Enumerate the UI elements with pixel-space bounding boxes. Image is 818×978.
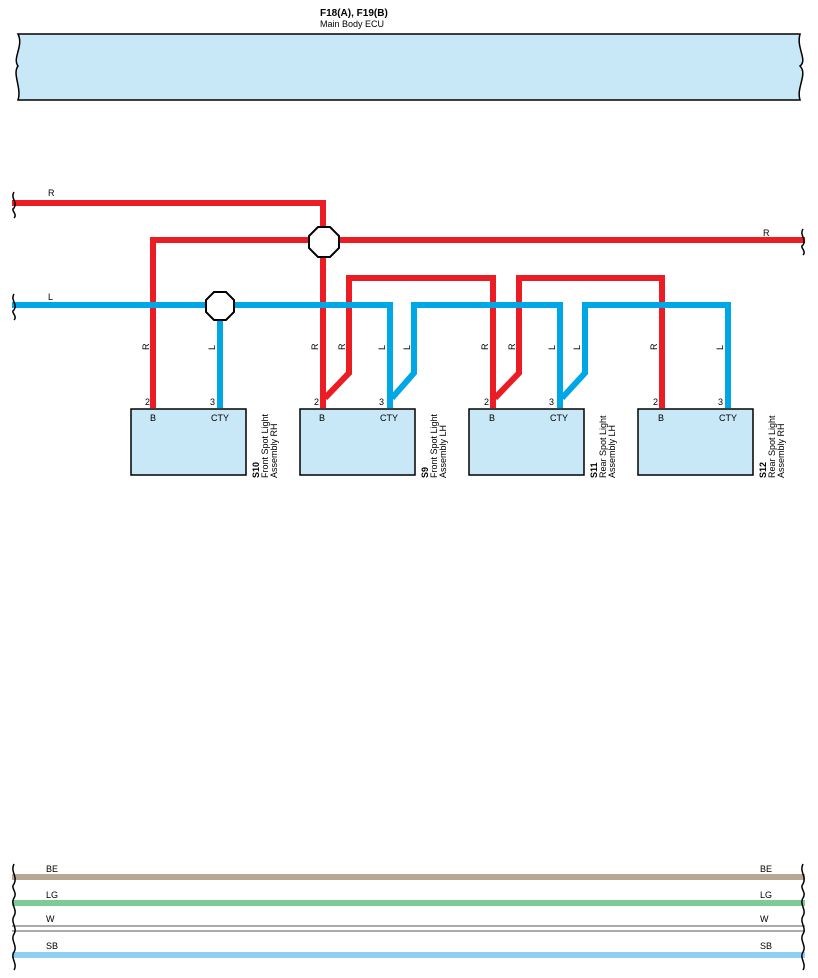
pin-number: 2 xyxy=(653,397,658,407)
blue-wires xyxy=(12,302,731,408)
component-code: S12 xyxy=(758,462,768,478)
pin-name: B xyxy=(489,413,495,423)
legend-code-right: W xyxy=(760,914,769,924)
component-name-line1: Rear Spot Light xyxy=(598,415,608,478)
pin-name: CTY xyxy=(211,413,229,423)
vertical-wire-labels: R L R R L L R R L L R L xyxy=(141,343,725,350)
wire-label-r-right: R xyxy=(763,228,770,238)
component-name-line2: Assembly LH xyxy=(438,425,448,478)
wire-r-splice-bus xyxy=(150,237,805,408)
wire-label-r-top: R xyxy=(48,188,55,198)
legend-code-left: LG xyxy=(46,890,58,900)
pin-name: B xyxy=(658,413,664,423)
component-name-line2: Assembly LH xyxy=(607,425,617,478)
pin-name: CTY xyxy=(550,413,568,423)
pin-name: CTY xyxy=(380,413,398,423)
wire-r-top xyxy=(12,200,326,408)
wire-label-l-left: L xyxy=(48,292,53,302)
component-s9: 2 3 B CTY S9 Front Spot Light Assembly L… xyxy=(299,397,448,478)
wire-label-s10-r: R xyxy=(141,343,151,350)
pin-name: CTY xyxy=(719,413,737,423)
wire-label-s11-r1: R xyxy=(480,343,490,350)
wire-label-s9-r1: R xyxy=(310,343,320,350)
wire-color-legend: BE BE LG LG W W SB SB xyxy=(12,863,805,971)
pin-number: 2 xyxy=(484,397,489,407)
wire-l-main xyxy=(12,302,393,408)
component-s11: 2 3 B CTY S11 Rear Spot Light Assembly L… xyxy=(468,397,617,478)
component-s12: 2 3 B CTY S12 Rear Spot Light Assembly R… xyxy=(637,397,786,478)
legend-row-be: BE BE xyxy=(12,864,805,880)
pin-number: 3 xyxy=(549,397,554,407)
splice-point-red xyxy=(308,226,340,258)
legend-row-lg: LG LG xyxy=(12,890,805,906)
ecu-connector-title: F18(A), F19(B) xyxy=(320,8,388,19)
component-name-line2: Assembly RH xyxy=(269,423,279,478)
component-name-line2: Assembly RH xyxy=(776,423,786,478)
ecu-body xyxy=(15,33,804,101)
legend-row-w: W W xyxy=(12,914,805,932)
wire-label-s11-l1: L xyxy=(547,345,557,350)
component-s10: 2 3 B CTY S10 Front Spot Light Assembly … xyxy=(130,397,279,478)
legend-code-right: SB xyxy=(760,941,772,951)
component-code: S10 xyxy=(251,462,261,478)
component-name-line1: Rear Spot Light xyxy=(767,415,777,478)
legend-code-right: BE xyxy=(760,864,772,874)
pin-number: 2 xyxy=(314,397,319,407)
splice-point-blue xyxy=(205,291,235,321)
component-name-line1: Front Spot Light xyxy=(429,413,439,478)
component-box xyxy=(130,408,247,476)
pin-number: 3 xyxy=(718,397,723,407)
wire-l-s11-out xyxy=(559,302,731,408)
wire-r-s11-jumper xyxy=(492,275,665,408)
pin-number: 3 xyxy=(210,397,215,407)
wire-label-s9-l2: L xyxy=(402,345,412,350)
component-box xyxy=(637,408,754,476)
component-code: S11 xyxy=(589,462,599,478)
splice-junctions xyxy=(205,226,340,321)
red-wires xyxy=(12,200,805,408)
component-code: S9 xyxy=(420,467,430,478)
wire-label-s11-r2: R xyxy=(507,343,517,350)
wire-l-s9-out xyxy=(389,302,563,408)
legend-code-left: W xyxy=(46,914,55,924)
wire-end-brackets xyxy=(12,191,805,321)
legend-row-sb: SB SB xyxy=(12,941,805,958)
component-name-line1: Front Spot Light xyxy=(260,413,270,478)
wire-label-s10-l: L xyxy=(207,345,217,350)
wire-label-s9-l1: L xyxy=(377,345,387,350)
wire-label-s12-l: L xyxy=(715,345,725,350)
wire-label-s11-l2: L xyxy=(572,345,582,350)
pin-number: 3 xyxy=(379,397,384,407)
wire-label-s9-r2: R xyxy=(337,343,347,350)
wire-r-s9-jumper xyxy=(322,275,496,408)
legend-end-brackets xyxy=(12,863,805,971)
pin-name: B xyxy=(319,413,325,423)
legend-code-left: SB xyxy=(46,941,58,951)
wire-label-s12-r: R xyxy=(649,343,659,350)
ecu-name: Main Body ECU xyxy=(320,19,385,29)
pin-name: B xyxy=(150,413,156,423)
component-box xyxy=(299,408,416,476)
component-box xyxy=(468,408,585,476)
legend-code-left: BE xyxy=(46,864,58,874)
legend-code-right: LG xyxy=(760,890,772,900)
pin-number: 2 xyxy=(145,397,150,407)
